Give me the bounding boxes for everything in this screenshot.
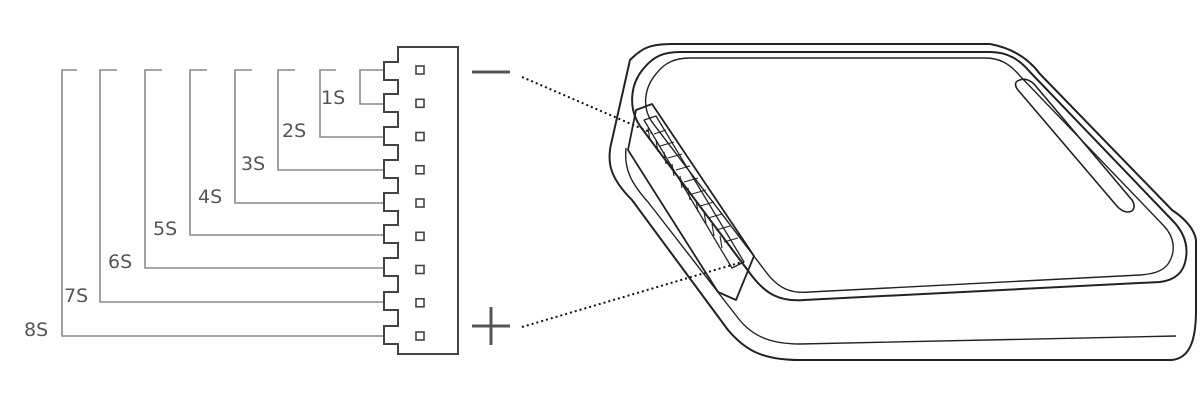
connector-pin (415, 98, 425, 109)
label-8s: 8S (24, 319, 48, 341)
label-2s: 2S (282, 120, 306, 142)
plus-symbol (472, 307, 510, 345)
label-7s: 7S (64, 285, 88, 307)
wire-8s (61, 69, 385, 337)
connector-pin (415, 297, 425, 308)
label-3s: 3S (241, 153, 265, 175)
connector-pin (415, 231, 425, 242)
connector-pin (415, 131, 425, 142)
balance-connector (383, 46, 459, 355)
wire-7s (99, 69, 385, 303)
leader-line-positive (521, 261, 743, 328)
label-1s: 1S (321, 87, 345, 109)
wire-4s (234, 69, 385, 204)
leader-line-negative (521, 76, 653, 134)
wire-6s (144, 69, 385, 269)
label-6s: 6S (108, 251, 132, 273)
connector-pin (415, 264, 425, 275)
wire-3s (277, 69, 385, 171)
wire-1s (359, 69, 385, 105)
connector-pin (415, 165, 425, 175)
battery-pack-illustration (608, 43, 1197, 361)
wire-5s (189, 69, 385, 236)
wire-group (61, 69, 385, 337)
connector-pin (415, 331, 425, 341)
polarity-symbols (472, 70, 510, 345)
label-5s: 5S (153, 218, 177, 240)
connector-pins (415, 65, 425, 341)
wire-2s (319, 69, 385, 138)
connector-pin (415, 65, 425, 75)
connector-pin (415, 198, 425, 208)
label-4s: 4S (198, 186, 222, 208)
tap-labels: 1S 2S 3S 4S 5S 6S 7S 8S (24, 87, 345, 341)
